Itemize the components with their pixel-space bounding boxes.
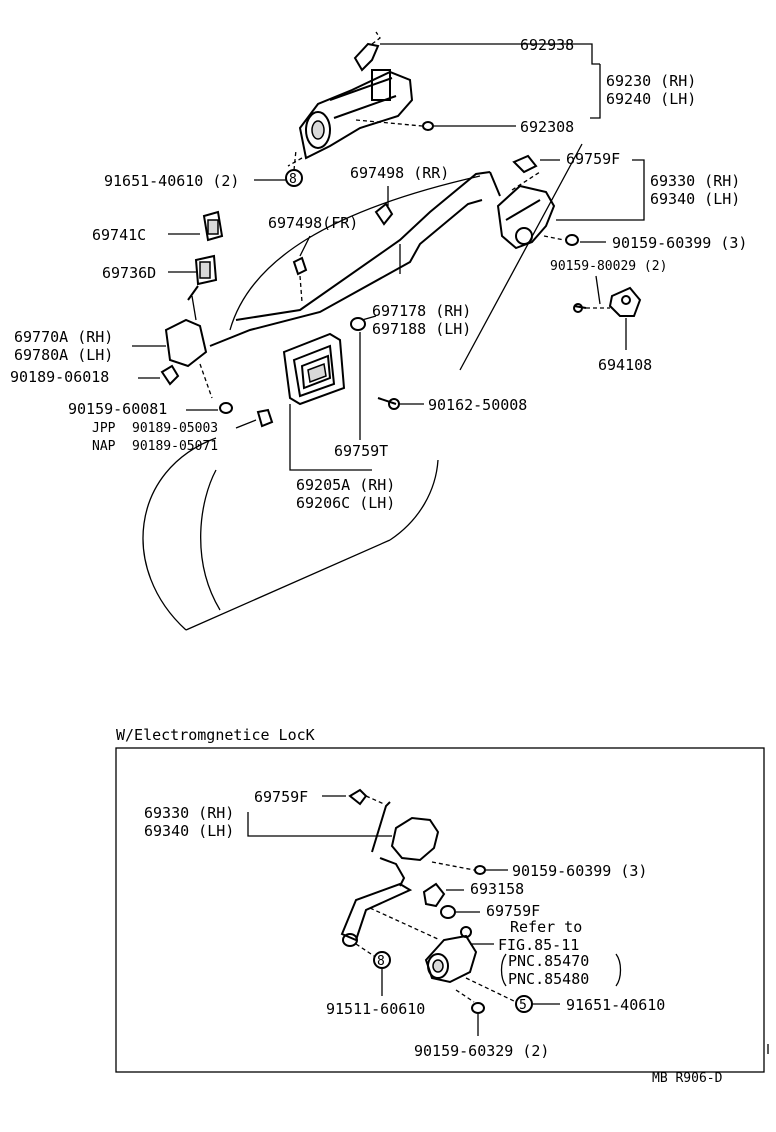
label-jpp: JPP: [92, 421, 116, 436]
svg-text:8: 8: [289, 172, 297, 187]
label-69330: 69330 (RH): [650, 172, 740, 190]
part-697178-clip: [350, 315, 377, 331]
inset-label-90159-60399: 90159-60399 (3): [512, 862, 647, 880]
label-90162-50008: 90162-50008: [428, 396, 527, 414]
label-69759F: 69759F: [566, 150, 620, 168]
label-692308: 692308: [520, 118, 574, 136]
part-door-lock-assembly: [489, 154, 556, 250]
label-69206C: 69206C (LH): [296, 494, 395, 512]
inset-label-69340: 69340 (LH): [144, 822, 234, 840]
label-69741C: 69741C: [92, 226, 146, 244]
label-694108: 694108: [598, 356, 652, 374]
part-inset-69759F-mid: [440, 905, 456, 919]
diagram-code: MB R906-D: [652, 1071, 723, 1086]
label-69759T: 69759T: [334, 442, 388, 460]
part-inset-lock-assembly: [348, 788, 440, 887]
part-90162-50008-screw: [377, 397, 400, 410]
label-69736D: 69736D: [102, 264, 156, 282]
label-697498-fr: 697498(FR): [268, 214, 358, 232]
label-697178: 697178 (RH): [372, 302, 471, 320]
label-nap: NAP: [92, 439, 116, 454]
inset-label-fig: FIG.85-11: [498, 936, 579, 954]
label-697498-rr: 697498 (RR): [350, 164, 449, 182]
part-90159-60081: [219, 402, 233, 414]
label-69340: 69340 (LH): [650, 190, 740, 208]
part-69770A-remote-bracket: [164, 285, 213, 399]
part-lock-rods: [209, 171, 491, 347]
part-90189-06018: [160, 364, 180, 386]
label-90159-60399: 90159-60399 (3): [612, 234, 747, 252]
callout-8-inset: 8: [355, 943, 391, 969]
callout-8-upper: 8: [285, 149, 303, 187]
label-69240: 69240 (LH): [606, 90, 696, 108]
inset-label-69330: 69330 (RH): [144, 804, 234, 822]
part-692938-bracket: [353, 31, 381, 72]
inset-label-pnc2: PNC.85480: [508, 970, 589, 988]
label-90159-80029: 90159-80029 (2): [550, 259, 667, 274]
part-692308-screw: [355, 119, 434, 131]
part-69741C-knob: [202, 210, 224, 242]
part-inside-handle-69205A: [282, 332, 346, 406]
inset-label-69759F-top: 69759F: [254, 788, 308, 806]
inset-label-pnc1: PNC.85470: [508, 952, 589, 970]
label-692938: 692938: [520, 36, 574, 54]
label-69780A: 69780A (LH): [14, 346, 113, 364]
part-inset-90159-60399: [431, 861, 486, 875]
inset-label-refer-to: Refer to: [510, 918, 582, 936]
door-panel-outline: [142, 437, 439, 631]
label-69205A: 69205A (RH): [296, 476, 395, 494]
part-inset-90159-60329: [455, 989, 485, 1014]
part-inset-bracket-arm: [340, 882, 441, 947]
inset-label-69759F-mid: 69759F: [486, 902, 540, 920]
label-69770A: 69770A (RH): [14, 328, 113, 346]
part-inset-door-lock-actuator: [424, 926, 478, 984]
inset-label-91651-40610: 91651-40610: [566, 996, 665, 1014]
label-jpp-value: 90189-05003: [132, 421, 218, 436]
inset-label-91511-60610: 91511-60610: [326, 1000, 425, 1018]
part-inset-693158: [422, 882, 446, 908]
part-697498-fr-clip: [292, 256, 308, 303]
part-90159-60399-screw: [543, 234, 579, 246]
inset-title: W/Electromgnetice LocK: [116, 726, 315, 744]
part-90189-clip: [256, 408, 274, 428]
label-90159-60081: 90159-60081: [68, 400, 167, 418]
label-69230: 69230 (RH): [606, 72, 696, 90]
inset-label-693158: 693158: [470, 880, 524, 898]
part-697498-rr-clip: [374, 186, 394, 226]
part-outside-handle: [287, 69, 414, 167]
inset-frame: [115, 747, 765, 1073]
label-nap-value: 90189-05071: [132, 439, 218, 454]
svg-text:8: 8: [377, 954, 385, 969]
part-69736D: [194, 254, 218, 286]
inset-label-90159-60329: 90159-60329 (2): [414, 1042, 549, 1060]
label-91651-40610: 91651-40610 (2): [104, 172, 239, 190]
svg-text:5: 5: [519, 998, 527, 1013]
part-694108-striker: [573, 286, 642, 317]
label-697188: 697188 (LH): [372, 320, 471, 338]
label-90189-06018: 90189-06018: [10, 368, 109, 386]
